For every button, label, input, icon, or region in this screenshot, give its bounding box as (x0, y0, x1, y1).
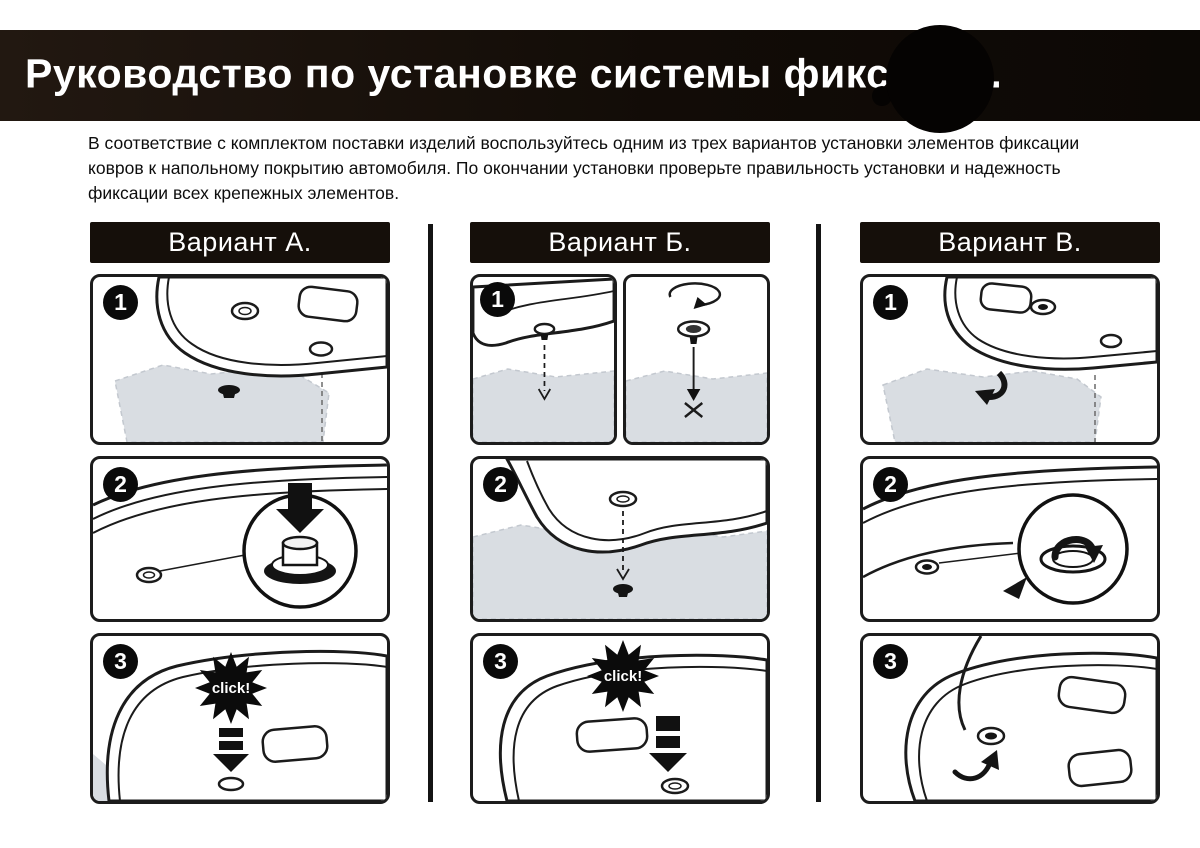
illustration-variant-c-step-1 (882, 277, 1157, 442)
rotate-arrow-icon (668, 282, 722, 307)
intro-paragraph: В соответствие с комплектом поставки изд… (88, 133, 1080, 203)
variant-a-header: Вариант А. (90, 222, 390, 263)
step-number-badge: 3 (873, 644, 908, 679)
step-number-badge: 2 (483, 467, 518, 502)
illustration-variant-c-step-3 (904, 636, 1157, 801)
step-number-badge: 1 (873, 285, 908, 320)
press-down-arrow-icon (276, 483, 324, 533)
variant-b-step-2-panel: 2 (470, 456, 770, 622)
hook-rotate-arrow-icon (1051, 536, 1103, 563)
click-burst-icon: click! (195, 652, 267, 724)
target-x-mark (684, 402, 704, 418)
variant-c-header: Вариант В. (860, 222, 1160, 263)
variant-c-step-2-panel: 2 (860, 456, 1160, 622)
pin-fastener-icon (218, 385, 240, 398)
click-label: click! (212, 680, 250, 697)
variant-b-header: Вариант Б. (470, 222, 770, 263)
mat-edge-cord (957, 636, 983, 731)
illustration-variant-b-step-2 (473, 459, 767, 619)
push-arrow-icon (649, 753, 687, 772)
illustration-variant-b-step-1-right (626, 282, 767, 442)
variant-a-step-3-panel: 3 click! (90, 633, 390, 804)
variant-c-step-3-panel: 3 (860, 633, 1160, 804)
deco-circle-large (886, 25, 994, 133)
hook-insert-arrow-icon (952, 750, 999, 782)
column-divider-1 (428, 224, 433, 802)
step-number-badge: 2 (873, 467, 908, 502)
push-arrow-icon (213, 754, 249, 772)
mat-corner (505, 459, 767, 554)
variant-c-step-1-panel: 1 (860, 274, 1160, 445)
header-bar: Руководство по установке системы фиксаци… (0, 30, 1200, 121)
mat-corner (943, 277, 1157, 371)
insert-arrow-icon (1003, 577, 1027, 599)
step-number-badge: 2 (103, 467, 138, 502)
step-number-badge: 1 (480, 282, 515, 317)
click-label: click! (604, 668, 642, 685)
variant-b-step-3-panel: 3 click! (470, 633, 770, 804)
hook-fastener-icon (975, 370, 1008, 405)
variant-a-column: Вариант А. 1 2 (90, 222, 390, 804)
clip-fastener-icon (264, 535, 336, 584)
mat-corner (105, 649, 387, 801)
illustration-variant-b-step-3: click! (498, 640, 767, 801)
step-number-badge: 3 (103, 644, 138, 679)
variant-b-step-1-panel: 1 (470, 274, 770, 445)
illustration-variant-c-step-2 (863, 465, 1157, 605)
variant-b-column: Вариант Б. 1 (470, 222, 770, 804)
variant-a-step-2-panel: 2 (90, 456, 390, 622)
illustration-variant-a-step-3: click! (93, 649, 387, 801)
illustration-variant-a-step-2 (93, 463, 387, 609)
illustration-variant-a-step-1 (114, 277, 387, 442)
carpet-shape (473, 368, 614, 442)
click-burst-icon: click! (587, 640, 659, 712)
step-number-badge: 1 (103, 285, 138, 320)
variant-c-column: Вариант В. 1 2 (860, 222, 1160, 804)
page-title: Руководство по установке системы фиксаци… (25, 50, 1003, 97)
pin-fastener-icon (613, 584, 633, 597)
carpet-shape (473, 524, 767, 619)
carpet-shape (882, 368, 1102, 442)
variant-b-step-1-right (623, 274, 770, 445)
step-number-badge: 3 (483, 644, 518, 679)
variant-a-step-1-panel: 1 (90, 274, 390, 445)
column-divider-2 (816, 224, 821, 802)
screw-fastener-icon (676, 320, 711, 344)
